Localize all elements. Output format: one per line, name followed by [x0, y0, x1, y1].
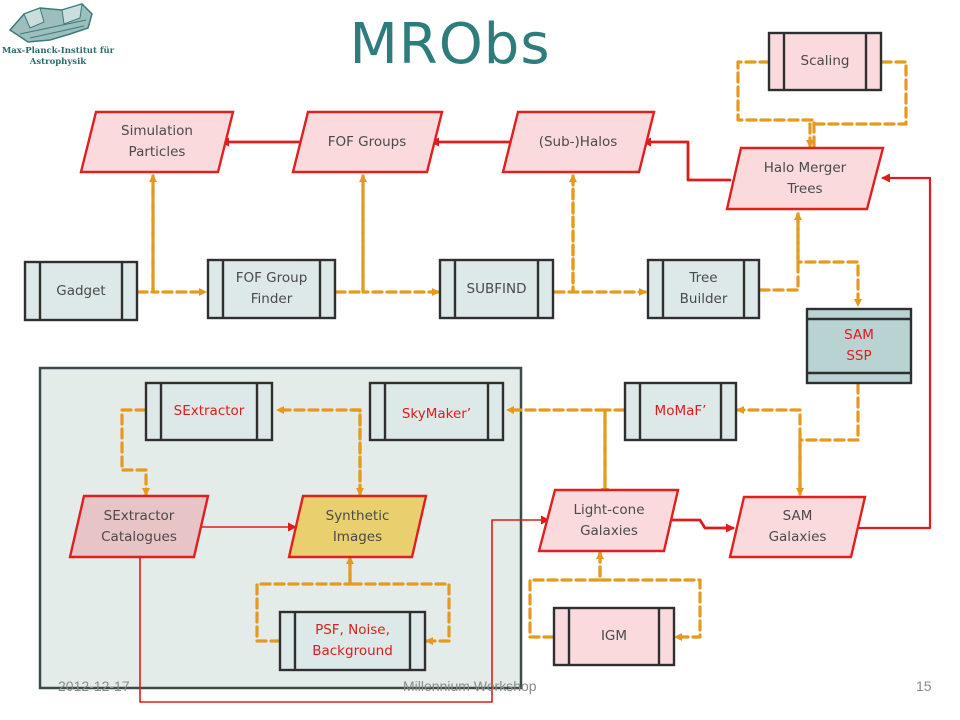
- sextractor-label: SExtractor: [173, 403, 245, 419]
- subfind-label: SUBFIND: [466, 280, 527, 297]
- flow-images-to-psf: [348, 556, 451, 645]
- merger-trees-product: [725, 146, 885, 211]
- fof-finder-label: FOF Group Finder: [235, 270, 308, 307]
- flow-sextractor-to-catalogues: [120, 408, 150, 496]
- flow-gadget-to-particles: [136, 174, 157, 294]
- flow-momaf-to-lightcone: [601, 408, 626, 496]
- skymaker-label: SkyMaker’: [401, 406, 472, 422]
- merger-trees-label: Halo Merger Trees: [763, 159, 847, 197]
- subhalos-label: (Sub-)Halos: [538, 133, 618, 150]
- sextractor-program: [144, 381, 274, 442]
- sex-catalogues-product: [68, 494, 210, 559]
- mpa-building-icon: [8, 3, 93, 43]
- flow-sam-galaxies-to-momaf: [736, 406, 802, 496]
- igm-program: [552, 606, 676, 667]
- fof-finder-program: [206, 258, 337, 320]
- link-sam-galaxies-to-merger-trees: [849, 173, 932, 530]
- flow-subfind-to-halos: [553, 174, 577, 294]
- gadget-program: [23, 260, 139, 322]
- link-lightcone-to-sam-galaxies: [670, 518, 735, 533]
- tree-builder-label: Tree Builder: [679, 270, 728, 307]
- sim-particles-product: [79, 110, 235, 174]
- psf-label: PSF, Noise, Background: [312, 622, 393, 659]
- fof-groups-product: [291, 110, 444, 174]
- scaling-program: [767, 31, 883, 92]
- psf-program: [278, 610, 427, 672]
- tree-builder-program: [646, 258, 761, 320]
- flow-groups-to-subfind: [361, 174, 440, 296]
- fof-groups-label: FOF Groups: [327, 133, 407, 150]
- sam-galaxies-product: [728, 495, 867, 559]
- link-merger-trees-to-halos: [642, 137, 732, 182]
- sam-galaxies-label: SAM Galaxies: [768, 508, 827, 545]
- mpa-logo: Max-Planck-Institut für Astrophysik: [0, 0, 116, 92]
- flow-lightcone-to-skymaker: [506, 406, 607, 496]
- slide-title: MRObs: [349, 12, 551, 77]
- footer-date: 2012-12-17: [58, 678, 130, 694]
- flow-sam-ssp-to-sam-galaxies: [796, 382, 860, 496]
- sex-catalogues-label: SExtractor Catalogues: [101, 507, 177, 545]
- synthetic-images-product: [287, 494, 428, 559]
- sam-ssp-label: SAM SSP: [844, 327, 874, 364]
- flow-fof-finder-to-groups: [334, 174, 367, 294]
- momaf-program: [623, 381, 738, 442]
- flow-scaling-to-merger-trees: [806, 60, 908, 148]
- lightcone-label: Light-cone Galaxies: [573, 501, 645, 539]
- synthetic-images-label: Synthetic Images: [325, 507, 390, 545]
- igm-label: IGM: [600, 628, 628, 644]
- link-catalogues-to-lightcone: [139, 515, 550, 703]
- flow-tree-builder-to-merger-trees: [758, 212, 802, 292]
- subfind-program: [438, 258, 555, 320]
- subhalos-product: [501, 110, 656, 174]
- flow-images-to-sextractor: [276, 406, 362, 496]
- flow-merger-trees-to-sam-ssp: [796, 212, 862, 307]
- flow-particles-to-fof-finder: [151, 174, 207, 296]
- gadget-label: Gadget: [56, 282, 106, 299]
- scaling-label: Scaling: [800, 53, 850, 69]
- footer-page-number: 15: [916, 678, 932, 694]
- logo-text: Max-Planck-Institut für Astrophysik: [1, 46, 115, 67]
- footer-event: Millennium Workshop: [403, 678, 537, 694]
- lightcone-product: [537, 488, 680, 553]
- flow-merger-trees-to-scaling: [736, 60, 816, 148]
- flow-lightcone-to-igm: [598, 551, 702, 641]
- skymaker-program: [368, 381, 505, 442]
- sim-particles-label: Simulation Particles: [121, 123, 193, 160]
- momaf-label: MoMaF’: [654, 403, 707, 419]
- flow-halos-to-tree-builder: [571, 174, 647, 296]
- sam-ssp-program: [805, 307, 913, 385]
